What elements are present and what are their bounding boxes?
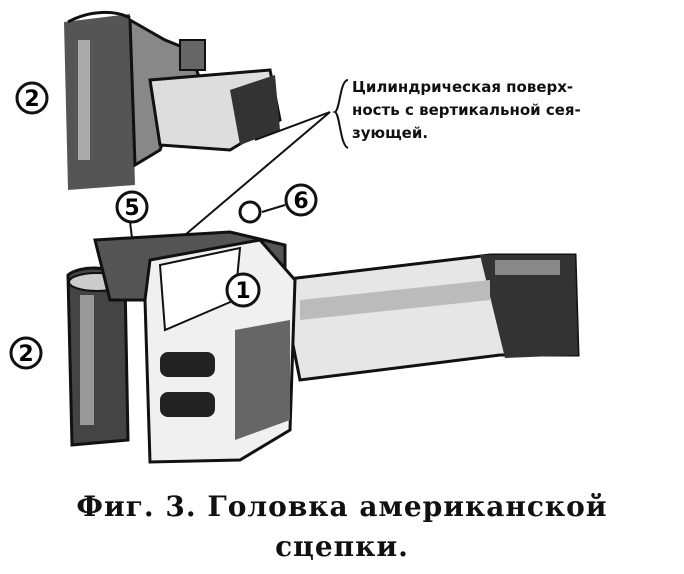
callout-line-1: Цилиндрическая поверх- [352,78,574,96]
label-6-text: 6 [293,189,308,214]
label-2-bottom-text: 2 [18,342,33,367]
callout-text: Цилиндрическая поверх- ность с вертикаль… [352,76,581,145]
callout-line-2: ность с вертикальной сея- [352,101,581,119]
label-2-bottom: 2 [9,336,43,370]
figure-caption-line-2: сцепки. [275,530,409,563]
coupler-illustration: 1 2 2 5 6 [9,10,580,464]
label-5: 5 [115,190,149,224]
label-1-text: 1 [235,279,250,304]
label-5-text: 5 [124,196,139,221]
callout-bracket [332,79,349,149]
upper-knuckle-drawing [64,10,282,190]
label-6: 6 [284,183,318,217]
label-2-top: 2 [15,81,49,115]
figure-caption-line-1: Фиг. 3. Головка американской [76,490,608,523]
callout-line-3: зующей. [352,124,429,142]
leader-lines [129,111,331,239]
lower-head-drawing [66,200,580,464]
label-2-top-text: 2 [24,87,39,112]
label-1: 1 [225,272,261,308]
